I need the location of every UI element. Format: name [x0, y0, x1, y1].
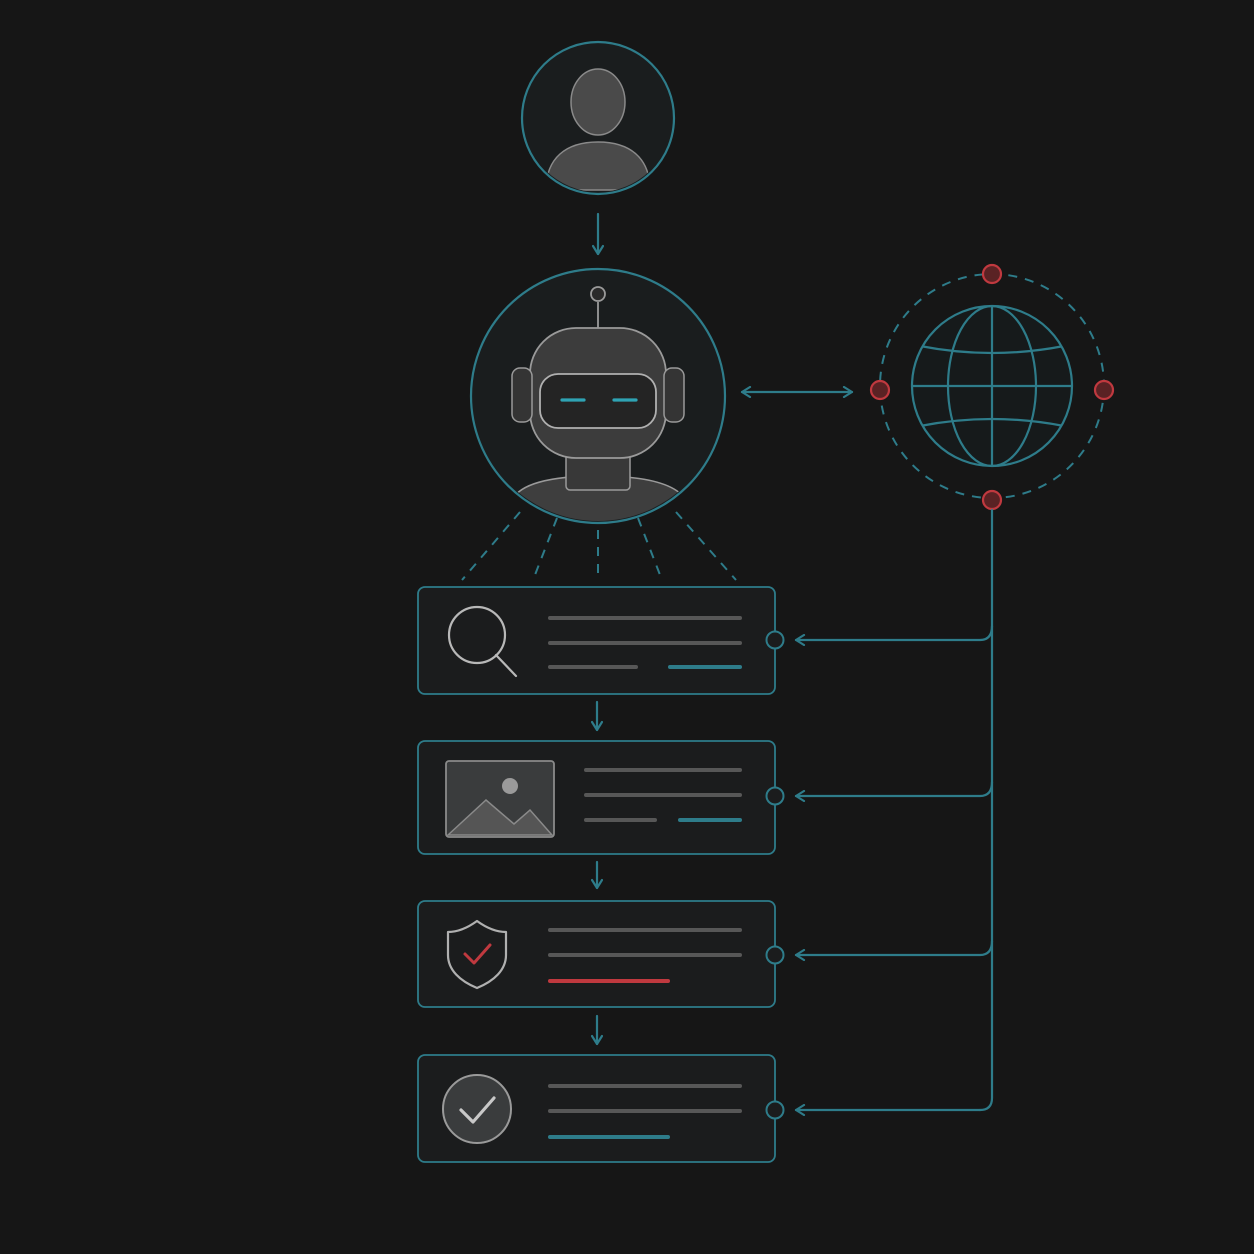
globe-icon — [910, 304, 1074, 468]
search-icon — [447, 605, 518, 678]
image-text-lines — [584, 768, 742, 822]
step-card-complete[interactable] — [417, 1054, 785, 1163]
complete-text-lines — [548, 1084, 742, 1139]
web-connector-trunk — [978, 508, 994, 1112]
user-node[interactable] — [520, 40, 676, 196]
step-card-security[interactable] — [417, 900, 785, 1008]
check-circle-icon — [442, 1074, 512, 1144]
security-port — [765, 945, 785, 965]
web-to-security-arrow — [794, 939, 994, 955]
web-to-search-arrow — [794, 624, 994, 640]
step-card-search[interactable] — [417, 586, 785, 695]
robot-icon — [511, 286, 687, 521]
user-icon — [545, 68, 651, 191]
satellite-dot-right — [1093, 379, 1115, 401]
search-text-lines — [548, 616, 742, 669]
satellite-dot-bottom — [981, 489, 1003, 511]
image-icon — [445, 760, 555, 838]
web-to-image-arrow — [794, 780, 994, 796]
web-node[interactable] — [869, 263, 1115, 511]
agent-node[interactable] — [469, 267, 727, 540]
agent-fan-lines — [461, 511, 737, 581]
satellite-dot-left — [869, 379, 891, 401]
shield-check-icon — [446, 919, 508, 990]
security-text-lines — [548, 928, 742, 983]
step-card-image[interactable] — [417, 740, 785, 855]
satellite-dot-top — [981, 263, 1003, 285]
complete-port — [765, 1100, 785, 1120]
search-port — [765, 630, 785, 650]
image-port — [765, 786, 785, 806]
